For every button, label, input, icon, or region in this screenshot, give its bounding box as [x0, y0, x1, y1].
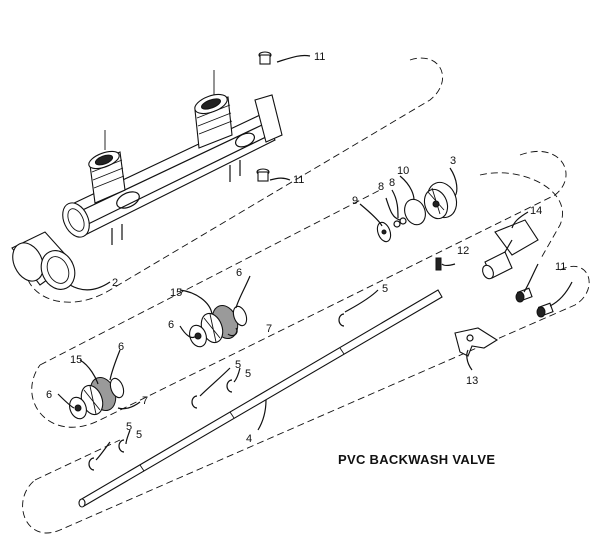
diagram-title: PVC BACKWASH VALVE [338, 452, 495, 467]
callout-11-middle: 11 [293, 174, 304, 186]
callout-13: 13 [466, 375, 478, 387]
callout-6-lower-top: 6 [118, 341, 124, 353]
callout-6-upper-top: 6 [236, 267, 242, 279]
callout-5-low-a: 5 [126, 421, 132, 433]
part-12-pin [435, 257, 442, 271]
callout-8-left: 8 [378, 181, 384, 193]
part-13-bracket [454, 327, 499, 357]
part-10-disc [404, 198, 426, 226]
piston-upper [189, 305, 248, 348]
callout-2: 2 [112, 277, 118, 289]
callout-labels: 11 11 11 2 3 10 8 8 9 14 12 5 5 5 5 5 6 … [46, 51, 566, 445]
callout-5-shaft: 5 [382, 283, 388, 295]
callout-14: 14 [530, 205, 542, 217]
part-3-end-cap [423, 181, 458, 220]
callout-5-low-b: 5 [136, 429, 142, 441]
explosion-envelope-middle [31, 150, 567, 428]
callout-6-lower-left: 6 [46, 389, 52, 401]
callout-7-upper: 7 [266, 323, 272, 335]
part-11-screw-middle [256, 168, 270, 182]
piston-lower [69, 377, 125, 420]
callout-9: 9 [352, 195, 358, 207]
valve-body [62, 70, 283, 245]
callout-5-mid-b: 5 [245, 368, 251, 380]
callout-15-lower: 15 [70, 354, 82, 366]
part-9-washer [376, 221, 392, 243]
part-14-handle [482, 219, 539, 280]
explosion-envelope-handle [479, 172, 563, 261]
callout-12: 12 [457, 245, 469, 257]
callout-11-right: 11 [555, 261, 566, 273]
callout-10: 10 [397, 165, 409, 177]
callout-6-upper-left: 6 [168, 319, 174, 331]
callout-3: 3 [450, 155, 456, 167]
part-4-shaft [78, 289, 443, 508]
part-11-screw-right-b [536, 302, 554, 318]
callout-15-upper: 15 [170, 287, 182, 299]
callout-5-mid-a: 5 [235, 359, 241, 371]
callout-7-lower: 7 [142, 395, 148, 407]
callout-11-top: 11 [314, 51, 325, 63]
part-2-coupling [11, 231, 76, 290]
leader-arrows [57, 54, 573, 461]
part-5-snap-rings [88, 313, 345, 471]
part-11-screw-top [258, 51, 272, 65]
callout-8-right: 8 [389, 177, 395, 189]
part-8-o-rings [393, 217, 407, 228]
callout-4: 4 [246, 433, 252, 445]
part-11-screw-right-a [515, 287, 533, 303]
